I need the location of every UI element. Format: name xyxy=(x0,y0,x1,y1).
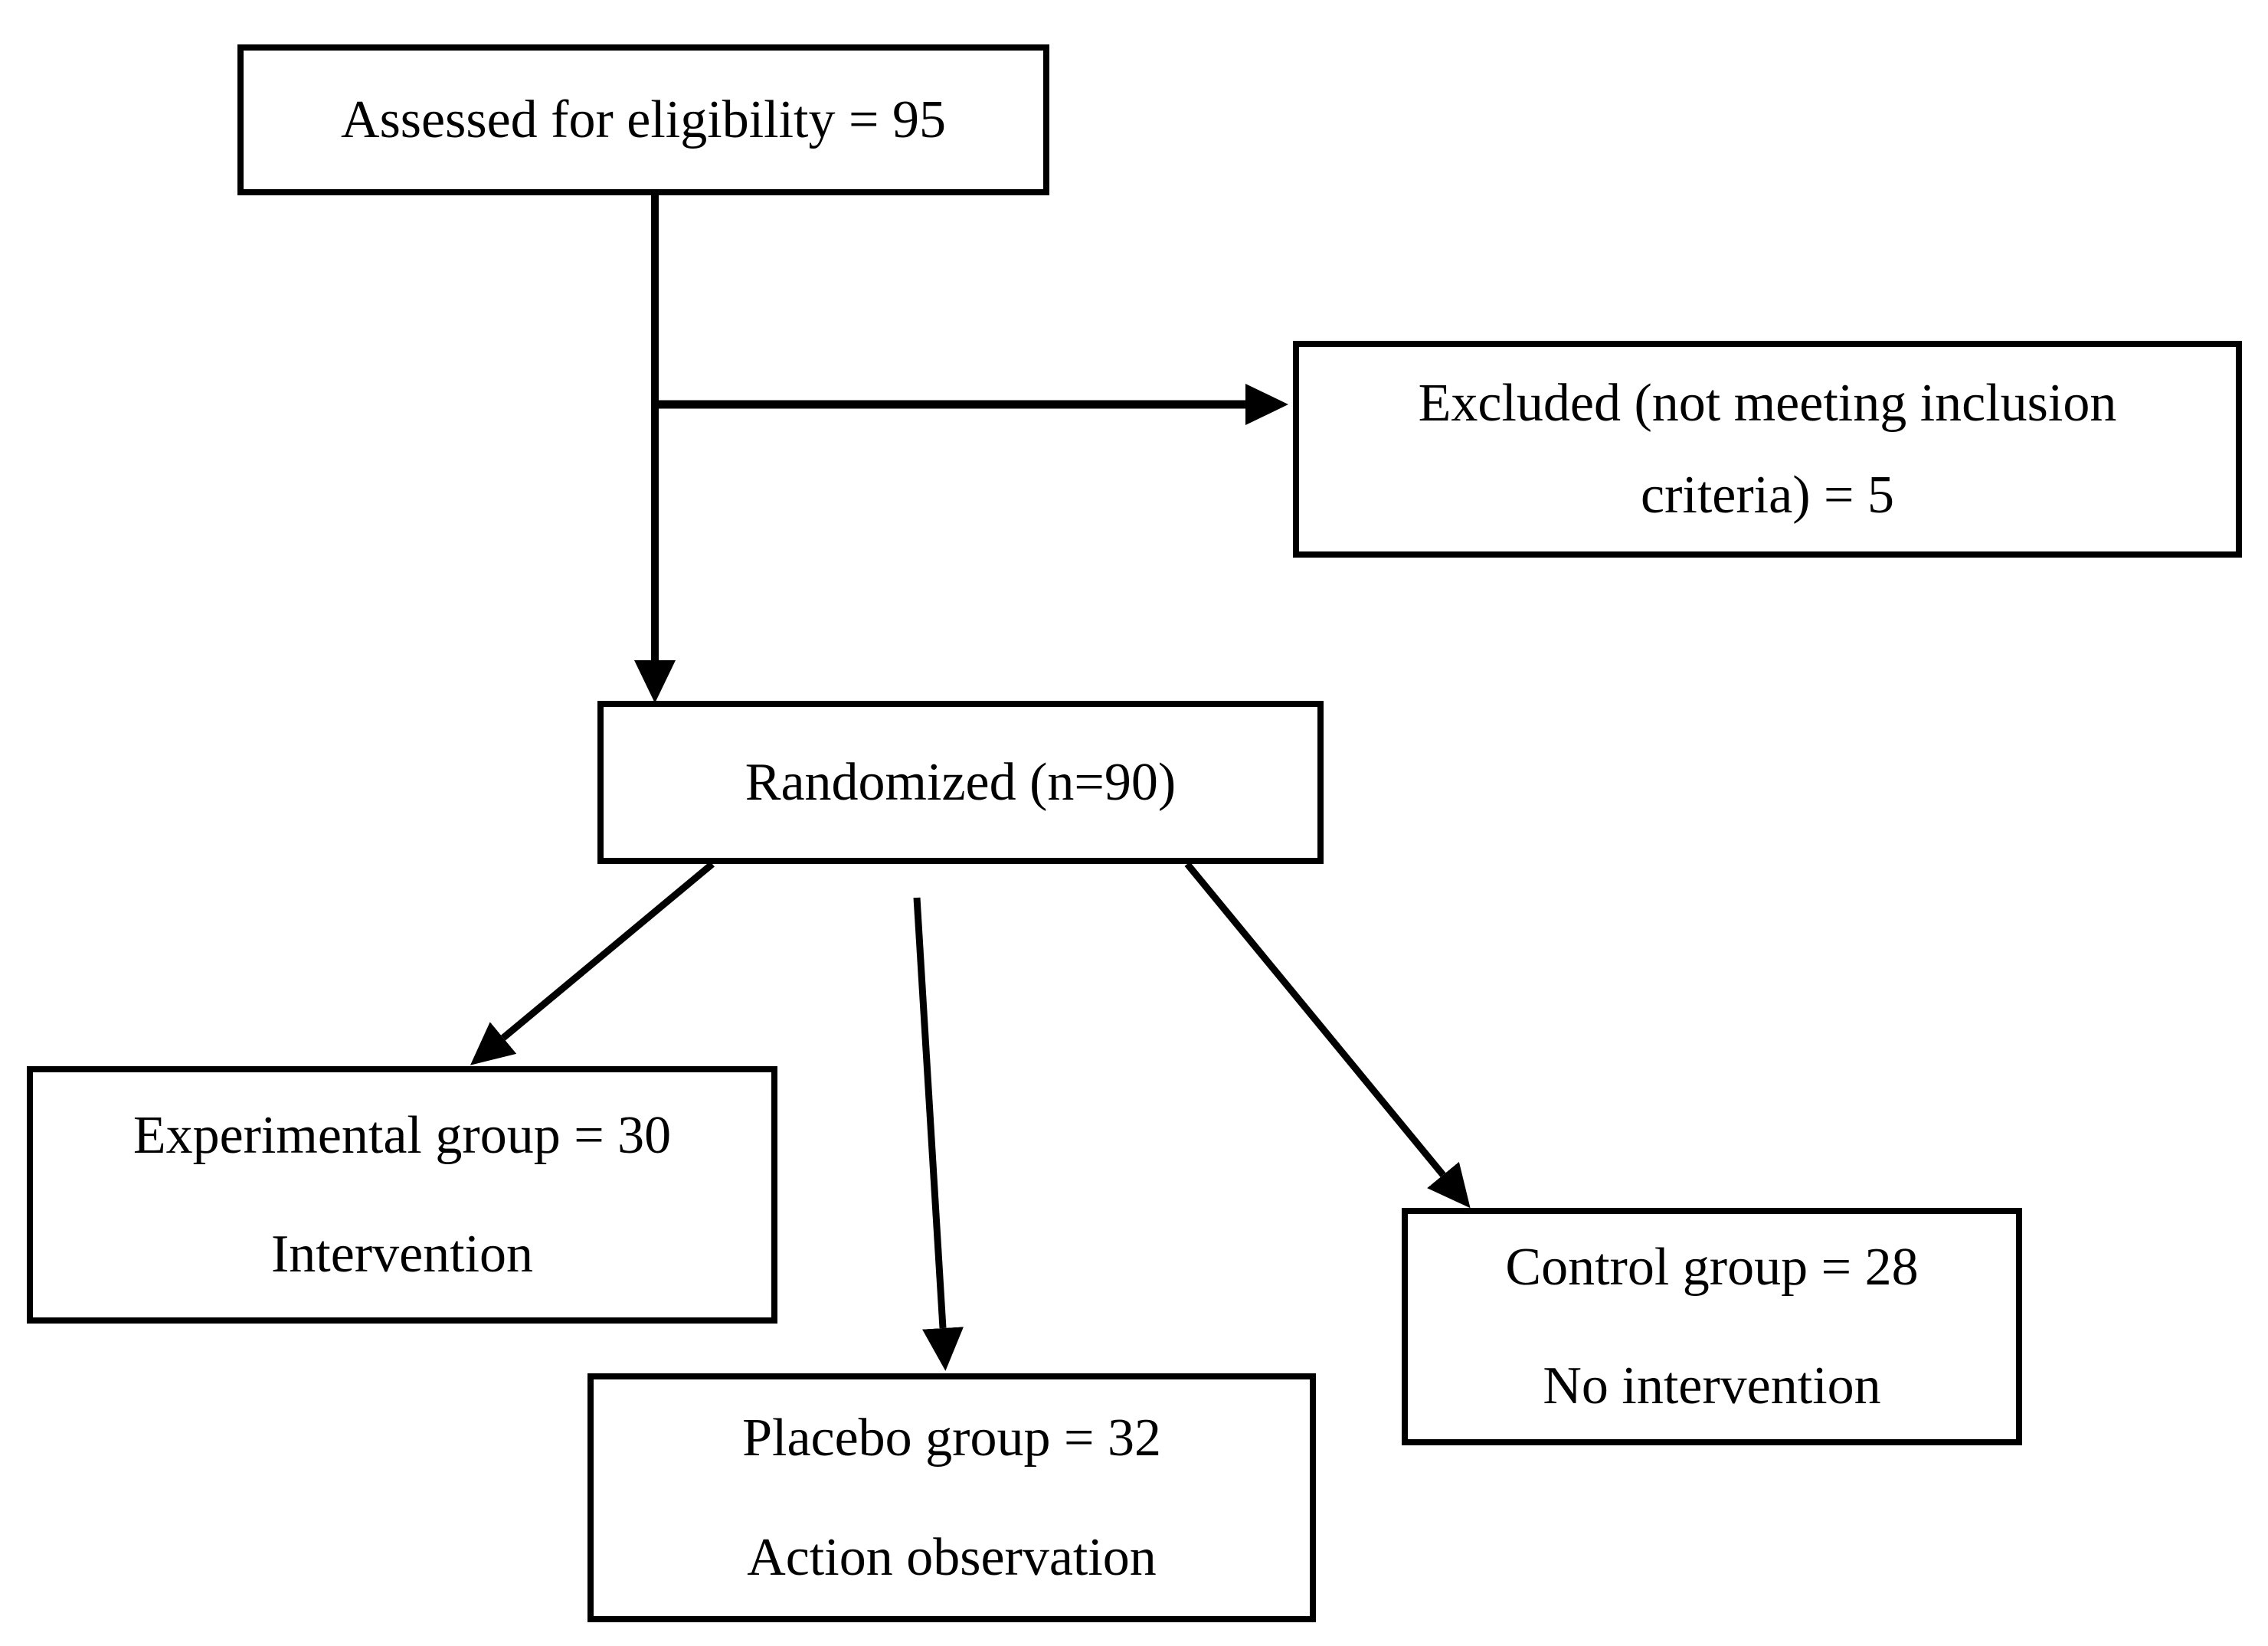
experimental-label-line2: Intervention xyxy=(270,1225,534,1284)
box-placebo-group: Placebo group = 32 Action observation xyxy=(587,1373,1316,1622)
control-label-line1: Control group = 28 xyxy=(1505,1237,1919,1297)
control-label-line2: No intervention xyxy=(1543,1356,1881,1415)
box-assessed-for-eligibility: Assessed for eligibility = 95 xyxy=(237,44,1049,195)
box-randomized: Randomized (n=90) xyxy=(597,701,1324,864)
placebo-label-line2: Action observation xyxy=(747,1527,1157,1587)
arrow-randomized-to-placebo xyxy=(913,897,964,1371)
arrow-randomized-to-experimental xyxy=(470,861,715,1065)
excluded-label-line2: criteria) = 5 xyxy=(1641,465,1894,525)
randomized-label: Randomized (n=90) xyxy=(745,752,1177,812)
box-experimental-group: Experimental group = 30 Intervention xyxy=(27,1066,777,1324)
box-control-group: Control group = 28 No intervention xyxy=(1402,1208,2022,1445)
assessed-label: Assessed for eligibility = 95 xyxy=(341,90,946,149)
experimental-label-line1: Experimental group = 30 xyxy=(133,1105,672,1165)
box-excluded: Excluded (not meeting inclusion criteria… xyxy=(1293,341,2242,558)
placebo-label-line1: Placebo group = 32 xyxy=(742,1409,1161,1468)
excluded-label-line1: Excluded (not meeting inclusion xyxy=(1418,374,2117,433)
arrow-randomized-to-control xyxy=(1184,862,1471,1209)
